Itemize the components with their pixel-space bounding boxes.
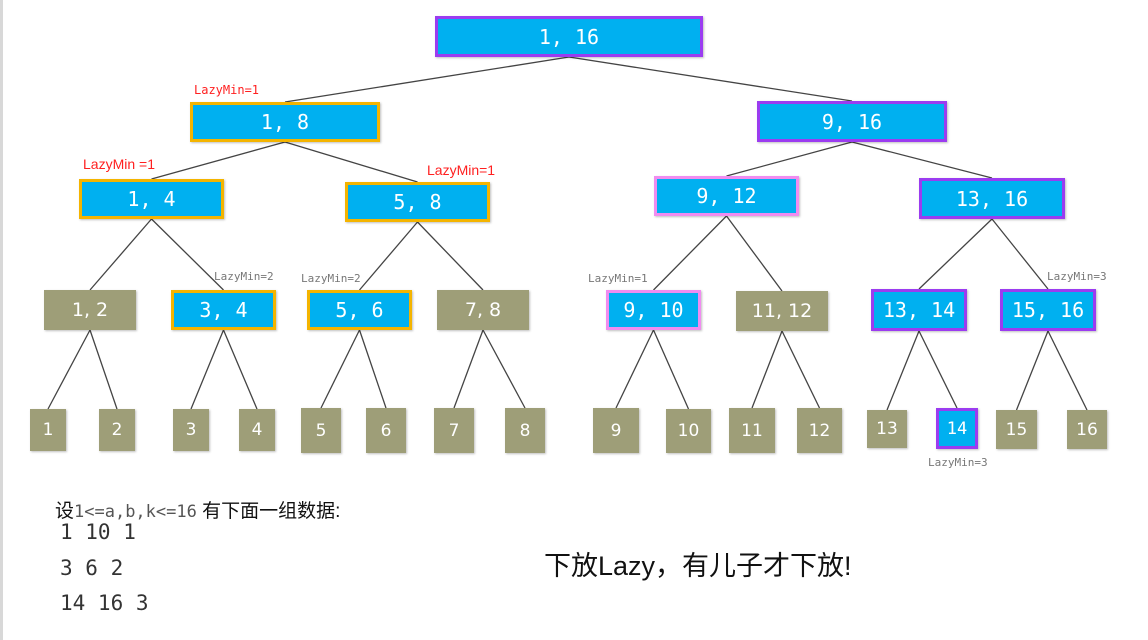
tree-node-l7: 7: [434, 408, 474, 453]
tree-node-n3_4: 3, 4: [171, 290, 276, 330]
tree-edge: [751, 330, 783, 409]
tree-node-l2: 2: [99, 409, 135, 451]
tree-node-l1: 1: [30, 409, 66, 451]
tree-edge: [1047, 330, 1088, 411]
tree-node-n9_16: 9, 16: [757, 101, 947, 142]
tree-node-l15: 15: [996, 410, 1037, 449]
lazy-label-5-6: LazyMin=2: [301, 272, 361, 285]
tree-edge: [615, 329, 655, 409]
tree-edge: [1015, 330, 1049, 411]
lazy-label-3-4: LazyMin=2: [214, 270, 274, 283]
tree-edge: [417, 221, 484, 291]
tree-node-l9: 9: [593, 408, 639, 453]
tree-edge: [284, 56, 570, 103]
lazy-label-9-10: LazyMin=1: [588, 272, 648, 285]
tree-edge: [653, 215, 727, 291]
tree-edge: [151, 218, 224, 291]
tree-node-n1_16: 1, 16: [435, 16, 703, 57]
tree-edge: [89, 329, 118, 410]
tree-edge: [991, 218, 1049, 290]
tree-edge: [781, 330, 821, 409]
tree-node-l4: 4: [239, 409, 275, 451]
data-row: 14 16 3: [60, 591, 149, 615]
tree-node-l11: 11: [729, 408, 775, 453]
tree-edge: [918, 330, 958, 409]
tree-node-n9_12: 9, 12: [654, 176, 799, 216]
tree-edge: [918, 218, 993, 290]
lazy-label-1-8: LazyMin=1: [194, 83, 260, 97]
intro-suffix: 有下面一组数据:: [196, 501, 341, 522]
intro-text: 设1<=a,b,k<=16 有下面一组数据:: [55, 496, 340, 523]
tree-node-l13: 13: [867, 410, 907, 448]
tree-edge: [284, 141, 418, 183]
tree-edge: [725, 215, 783, 292]
tree-node-n9_10: 9, 10: [606, 290, 701, 330]
tree-node-l3: 3: [173, 409, 209, 451]
tree-node-n5_6: 5, 6: [307, 290, 412, 330]
tree-edge: [726, 141, 853, 177]
tree-node-n15_16: 15, 16: [1000, 289, 1096, 331]
tree-node-n11_12: 11, 12: [736, 291, 828, 331]
pushdown-note: 下放Lazy，有儿子才下放!: [544, 551, 852, 581]
tree-edge: [151, 141, 286, 180]
tree-node-l12: 12: [797, 408, 842, 453]
lazy-label-5-8: LazyMin=1: [427, 162, 496, 178]
tree-edge: [47, 329, 91, 410]
intro-range: 1<=a,b,k<=16: [74, 502, 197, 522]
tree-node-n13_16: 13, 16: [919, 178, 1065, 219]
tree-node-l6: 6: [366, 408, 406, 453]
tree-edge: [89, 218, 152, 291]
tree-edge: [320, 329, 361, 409]
tree-edges: [47, 56, 1088, 411]
tree-node-l5: 5: [301, 408, 341, 453]
tree-edge: [568, 56, 853, 102]
tree-edge: [358, 329, 387, 409]
tree-node-n1_8: 1, 8: [190, 102, 380, 142]
tree-node-n1_2: 1, 2: [44, 290, 136, 330]
data-row: 1 10 1: [60, 520, 136, 544]
tree-edge: [190, 329, 225, 410]
data-row: 3 6 2: [60, 556, 124, 580]
lazy-label-1-4: LazyMin =1: [83, 156, 155, 172]
tree-node-n13_14: 13, 14: [871, 289, 967, 331]
tree-node-n1_4: 1, 4: [79, 179, 224, 219]
tree-node-l10: 10: [666, 409, 711, 453]
tree-node-l16: 16: [1067, 410, 1107, 449]
tree-node-l14: 14: [936, 408, 978, 449]
tree-node-n5_8: 5, 8: [345, 182, 490, 222]
tree-edge: [851, 141, 993, 179]
tree-edge: [886, 330, 920, 411]
lazy-label-15-16: LazyMin=3: [1047, 270, 1107, 283]
tree-edge: [359, 221, 418, 291]
tree-edge: [222, 329, 258, 410]
intro-prefix: 设: [55, 501, 75, 522]
tree-node-n7_8: 7, 8: [437, 290, 529, 330]
lazy-label-14: LazyMin=3: [928, 456, 988, 469]
tree-node-l8: 8: [505, 408, 545, 453]
tree-edge: [652, 329, 690, 410]
tree-edge: [482, 329, 526, 409]
tree-edge: [453, 329, 484, 409]
